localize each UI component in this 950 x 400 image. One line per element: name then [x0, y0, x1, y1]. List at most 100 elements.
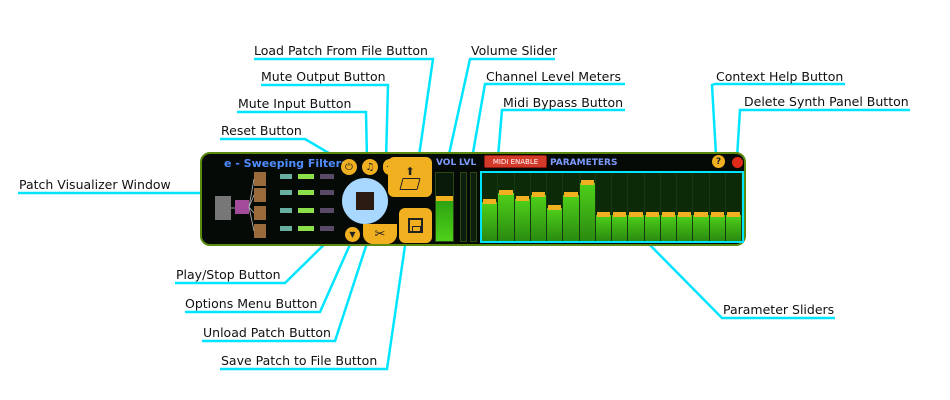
parameter-slider-thumb[interactable]	[678, 212, 692, 217]
parameter-slider[interactable]	[677, 173, 694, 241]
channel-level-meter-left	[460, 172, 467, 242]
scissors-icon: ✂	[374, 226, 386, 242]
parameter-slider-fill	[579, 183, 595, 241]
parameter-slider[interactable]	[482, 173, 499, 241]
play-stop-button[interactable]	[342, 178, 388, 224]
stop-square-icon	[356, 192, 374, 210]
label-midi-bypass-button: Midi Bypass Button	[503, 95, 624, 110]
delete-synth-panel-button[interactable]	[732, 157, 743, 168]
volume-slider[interactable]	[435, 172, 454, 242]
midi-enable-button[interactable]: MIDI ENABLE	[484, 155, 547, 168]
parameter-slider-thumb[interactable]	[499, 190, 513, 195]
label-channel-level-meters: Channel Level Meters	[486, 69, 621, 84]
context-help-button[interactable]: ?	[712, 155, 725, 168]
parameter-slider-thumb[interactable]	[564, 192, 578, 197]
parameter-slider-thumb[interactable]	[645, 212, 659, 217]
parameter-slider[interactable]	[530, 173, 547, 241]
parameter-slider[interactable]	[514, 173, 531, 241]
parameter-slider-thumb[interactable]	[629, 212, 643, 217]
parameter-slider[interactable]	[628, 173, 645, 241]
parameter-slider-fill	[514, 199, 530, 241]
leader-unload	[202, 239, 370, 343]
label-patch-visualizer-window: Patch Visualizer Window	[19, 177, 171, 192]
parameter-slider-thumb[interactable]	[613, 212, 627, 217]
reset-button[interactable]: ⏻	[341, 159, 357, 175]
parameter-slider[interactable]	[612, 173, 629, 241]
volume-slider-thumb[interactable]	[436, 196, 453, 201]
leader-load-patch	[254, 57, 435, 171]
label-load-patch-button: Load Patch From File Button	[254, 43, 428, 58]
vol-label: VOL	[436, 158, 457, 168]
question-icon: ?	[715, 156, 722, 167]
parameter-slider-fill	[660, 215, 676, 241]
save-patch-to-file-button[interactable]	[399, 208, 432, 243]
leader-param-sliders	[644, 239, 835, 320]
parameter-slider[interactable]	[725, 173, 742, 241]
parameter-slider[interactable]	[579, 173, 596, 241]
patch-title: e - Sweeping Filters	[224, 157, 348, 170]
label-context-help-button: Context Help Button	[716, 69, 844, 84]
unload-patch-button[interactable]: ✂	[363, 224, 397, 244]
load-patch-from-file-button[interactable]: ⬆	[388, 157, 432, 197]
parameter-slider-fill	[644, 215, 660, 241]
leader-mute-output	[261, 83, 390, 161]
parameter-slider-fill	[628, 215, 644, 241]
volume-slider-fill	[436, 199, 453, 241]
parameters-label: PARAMETERS	[550, 158, 618, 168]
leader-midi-bypass	[496, 108, 625, 158]
chevron-down-icon: ▼	[349, 230, 356, 239]
options-menu-button[interactable]: ▼	[345, 227, 360, 242]
parameter-slider-fill	[530, 195, 546, 241]
parameter-slider[interactable]	[644, 173, 661, 241]
parameter-slider-fill	[482, 202, 498, 241]
parameter-slider[interactable]	[693, 173, 710, 241]
label-options-menu-button: Options Menu Button	[185, 296, 318, 311]
parameter-slider[interactable]	[498, 173, 515, 241]
parameter-slider[interactable]	[547, 173, 564, 241]
label-play-stop-button: Play/Stop Button	[176, 267, 281, 282]
leader-delete-panel	[735, 108, 910, 159]
parameter-slider-fill	[709, 215, 725, 241]
parameter-slider[interactable]	[595, 173, 612, 241]
parameter-slider[interactable]	[563, 173, 580, 241]
parameter-slider-fill	[595, 215, 611, 241]
floppy-disk-icon	[408, 218, 423, 233]
parameter-slider-thumb[interactable]	[710, 212, 724, 217]
parameter-slider-fill	[563, 195, 579, 241]
parameter-slider-thumb[interactable]	[515, 196, 529, 201]
parameter-slider-thumb[interactable]	[548, 205, 562, 210]
parameter-slider-thumb[interactable]	[531, 192, 545, 197]
microphone-icon: ♫	[365, 161, 375, 173]
leader-context-help	[710, 82, 845, 156]
parameter-slider-fill	[677, 215, 693, 241]
synth-panel: e - Sweeping Filters ⏻ ♫	[200, 152, 746, 246]
parameter-slider-thumb[interactable]	[694, 212, 708, 217]
leader-mute-input	[237, 110, 369, 161]
parameter-slider-thumb[interactable]	[596, 212, 610, 217]
label-mute-output-button: Mute Output Button	[261, 69, 386, 84]
channel-level-meter-right	[470, 172, 477, 242]
label-delete-synth-panel-button: Delete Synth Panel Button	[744, 94, 909, 109]
patch-visualizer-window[interactable]	[210, 168, 342, 244]
up-arrow-icon: ⬆	[405, 164, 415, 178]
label-volume-slider: Volume Slider	[471, 43, 558, 58]
label-save-patch-button: Save Patch to File Button	[221, 353, 378, 368]
parameter-slider-thumb[interactable]	[483, 199, 497, 204]
folder-open-icon	[399, 177, 421, 190]
parameter-sliders	[480, 171, 744, 243]
leader-channel-meters	[468, 82, 625, 171]
parameter-slider-fill	[498, 193, 514, 241]
parameter-slider-fill	[725, 215, 741, 241]
power-icon: ⏻	[345, 161, 353, 173]
leader-save	[220, 231, 409, 371]
parameter-slider-thumb[interactable]	[580, 180, 594, 185]
parameter-slider-thumb[interactable]	[726, 212, 740, 217]
parameter-slider[interactable]	[660, 173, 677, 241]
mute-input-button[interactable]: ♫	[362, 159, 378, 175]
parameter-slider-fill	[693, 215, 709, 241]
label-mute-input-button: Mute Input Button	[238, 96, 352, 111]
parameter-slider-thumb[interactable]	[661, 212, 675, 217]
parameter-slider[interactable]	[709, 173, 726, 241]
label-unload-patch-button: Unload Patch Button	[203, 325, 331, 340]
lvl-label: LVL	[459, 158, 477, 168]
